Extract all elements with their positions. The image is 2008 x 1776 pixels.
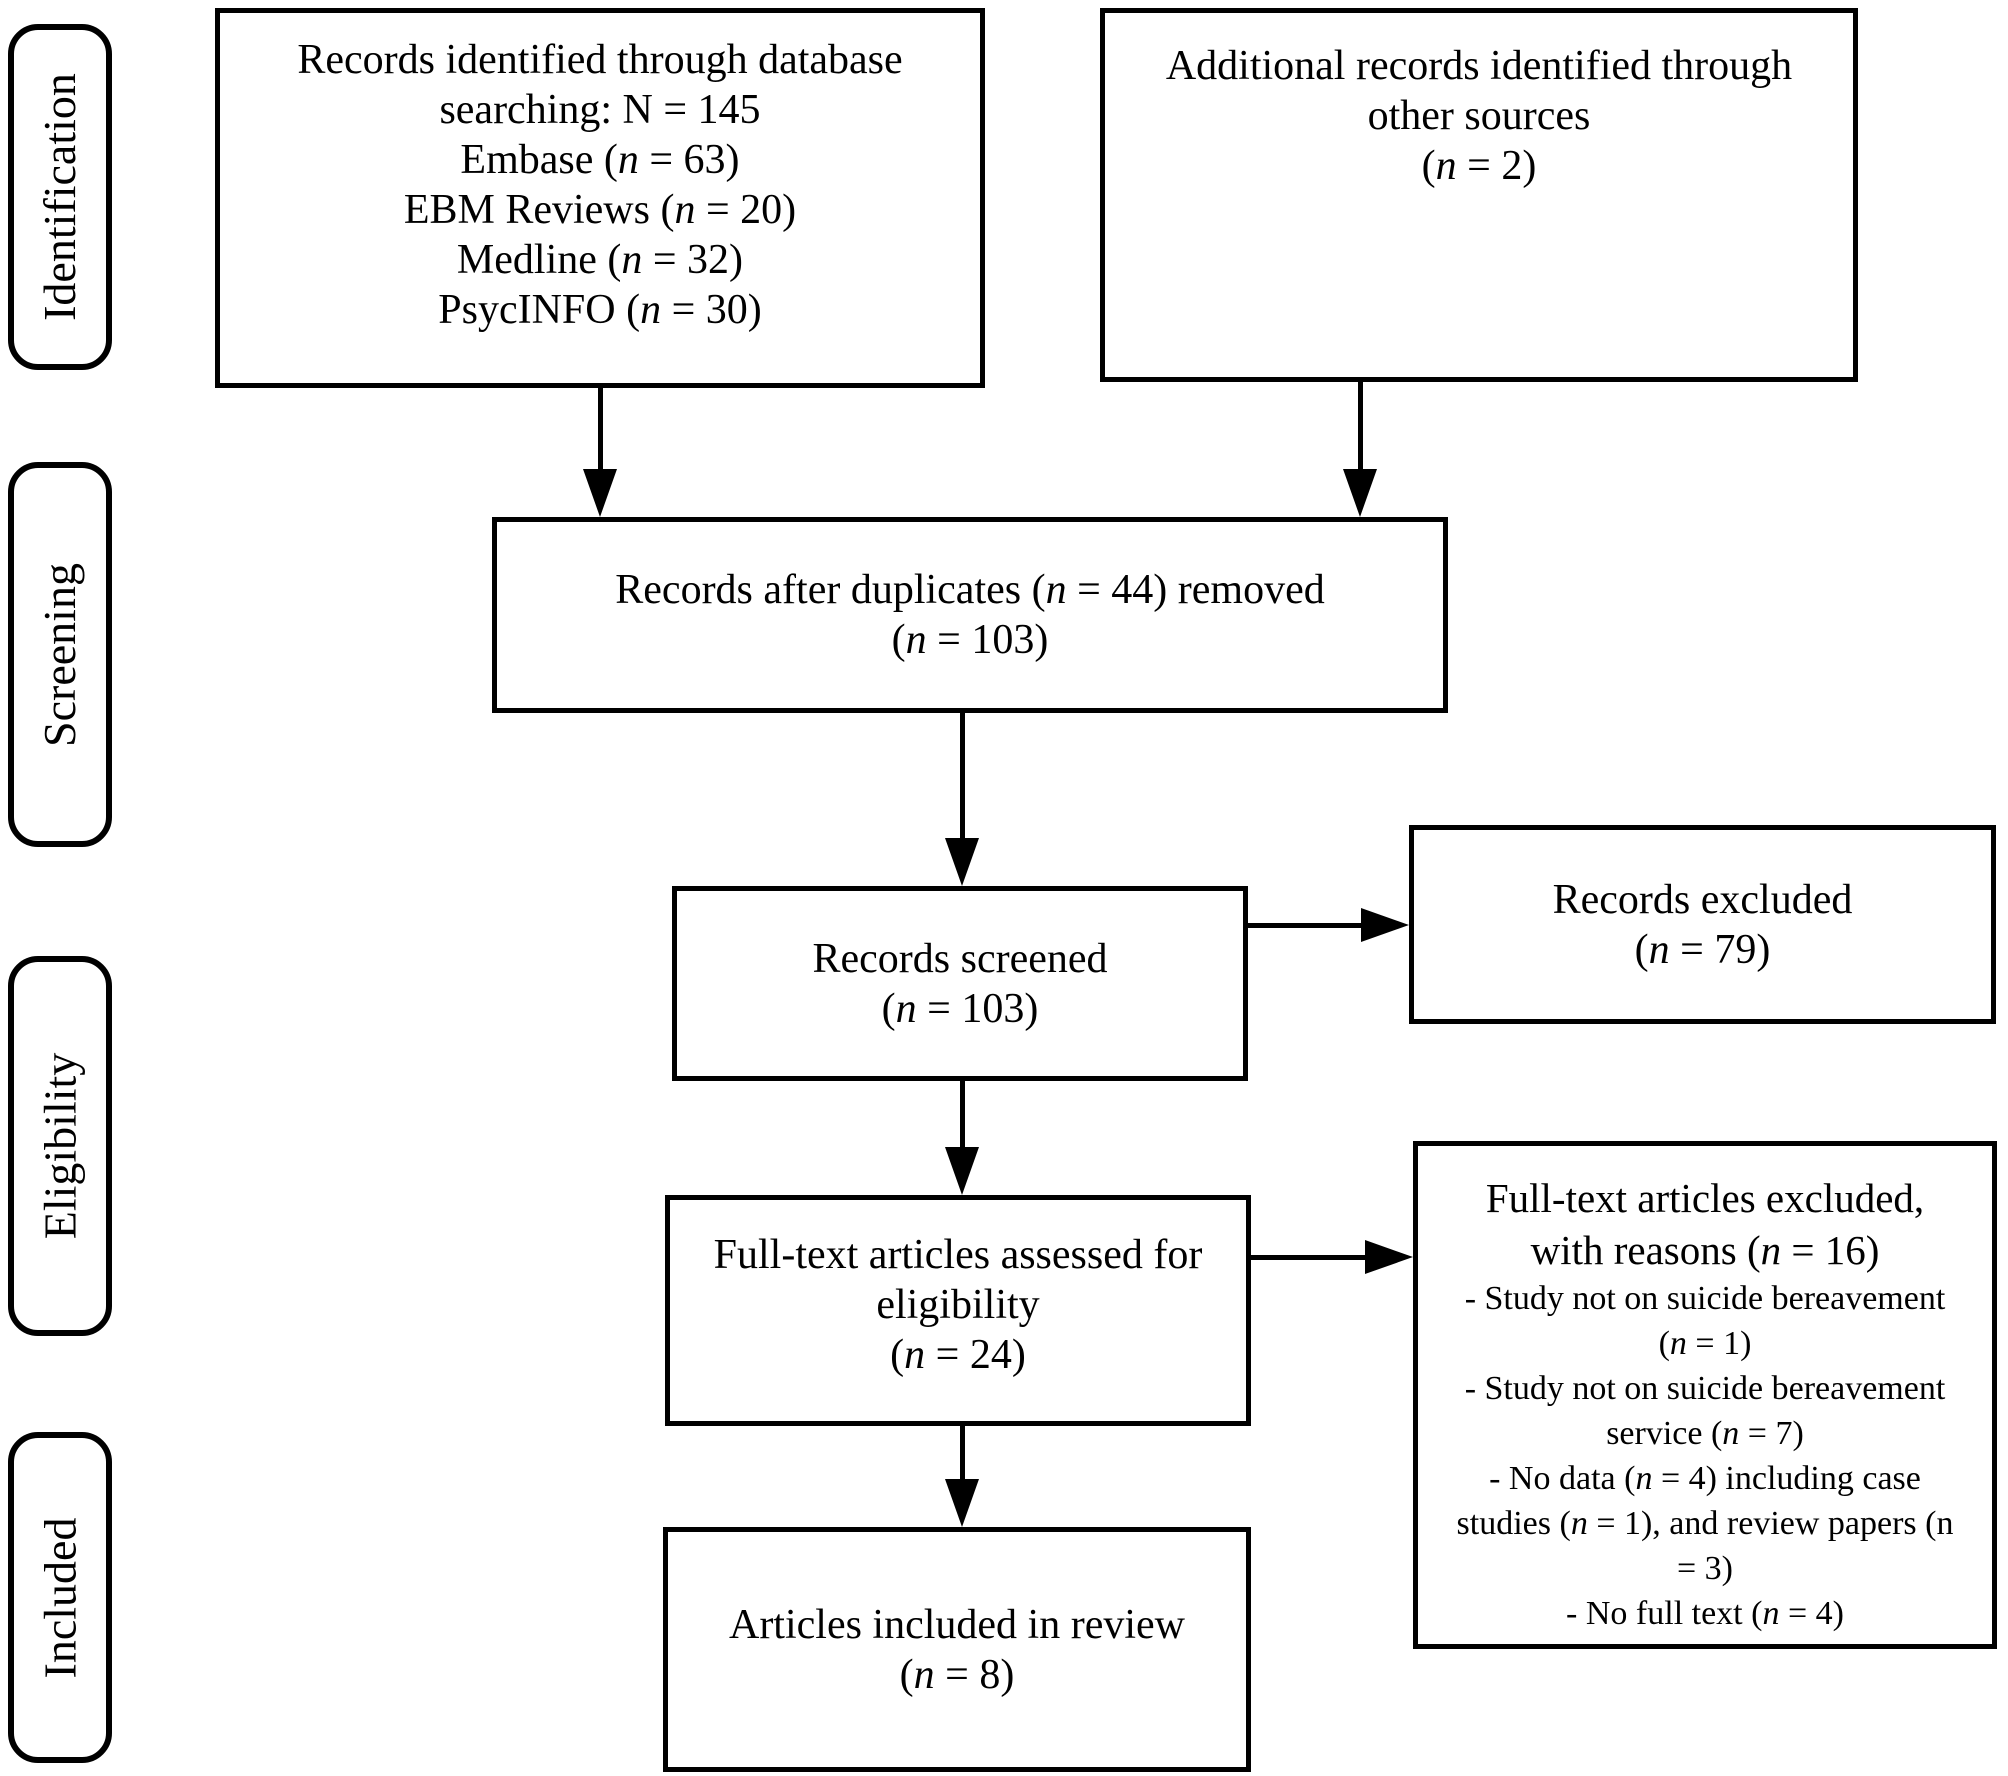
box-fulltext-excluded-reasons: - Study not on suicide bereavement(n = 1… bbox=[1456, 1280, 1954, 1632]
stage-label-eligibility: Eligibility bbox=[8, 956, 112, 1336]
arrow-screened-to-excluded-line bbox=[1248, 923, 1361, 928]
stage-label-screening: Screening bbox=[8, 462, 112, 847]
arrow-fulltext-to-included-head bbox=[945, 1479, 979, 1527]
stage-label-included: Included bbox=[8, 1432, 112, 1763]
arrow-duplicates-to-screened-head bbox=[945, 838, 979, 886]
arrow-additional-to-duplicates-head bbox=[1343, 469, 1377, 517]
box-records-excluded-text: Records excluded(n = 79) bbox=[1552, 876, 1853, 973]
box-records-screened: Records screened(n = 103) bbox=[672, 886, 1248, 1081]
stage-label-screening-text: Screening bbox=[34, 562, 85, 747]
box-fulltext-excluded-title: Full-text articles excluded,with reasons… bbox=[1485, 1175, 1925, 1273]
arrow-fulltext-to-excluded-head bbox=[1365, 1240, 1413, 1274]
box-articles-included: Articles included in review(n = 8) bbox=[663, 1527, 1251, 1772]
box-records-after-duplicates: Records after duplicates (n = 44) remove… bbox=[492, 517, 1448, 713]
stage-label-included-text: Included bbox=[34, 1517, 85, 1678]
arrow-identified-to-duplicates-head bbox=[583, 469, 617, 517]
stage-label-eligibility-text: Eligibility bbox=[34, 1052, 85, 1240]
box-articles-included-text: Articles included in review(n = 8) bbox=[728, 1601, 1185, 1698]
arrow-screened-to-fulltext-line bbox=[960, 1081, 965, 1147]
stage-label-identification: Identification bbox=[8, 24, 112, 370]
box-fulltext-excluded: Full-text articles excluded,with reasons… bbox=[1413, 1141, 1997, 1649]
arrow-identified-to-duplicates-line bbox=[598, 388, 603, 469]
arrow-screened-to-excluded-head bbox=[1361, 908, 1409, 942]
arrow-fulltext-to-included-line bbox=[960, 1426, 965, 1479]
box-records-excluded: Records excluded(n = 79) bbox=[1409, 825, 1996, 1024]
box-records-after-duplicates-text: Records after duplicates (n = 44) remove… bbox=[615, 567, 1325, 663]
arrow-duplicates-to-screened-line bbox=[960, 713, 965, 838]
box-records-screened-text: Records screened(n = 103) bbox=[812, 935, 1108, 1032]
arrow-fulltext-to-excluded-line bbox=[1251, 1255, 1365, 1260]
stage-label-identification-text: Identification bbox=[34, 73, 86, 321]
arrow-additional-to-duplicates-line bbox=[1358, 382, 1363, 469]
arrow-screened-to-fulltext-head bbox=[945, 1147, 979, 1195]
